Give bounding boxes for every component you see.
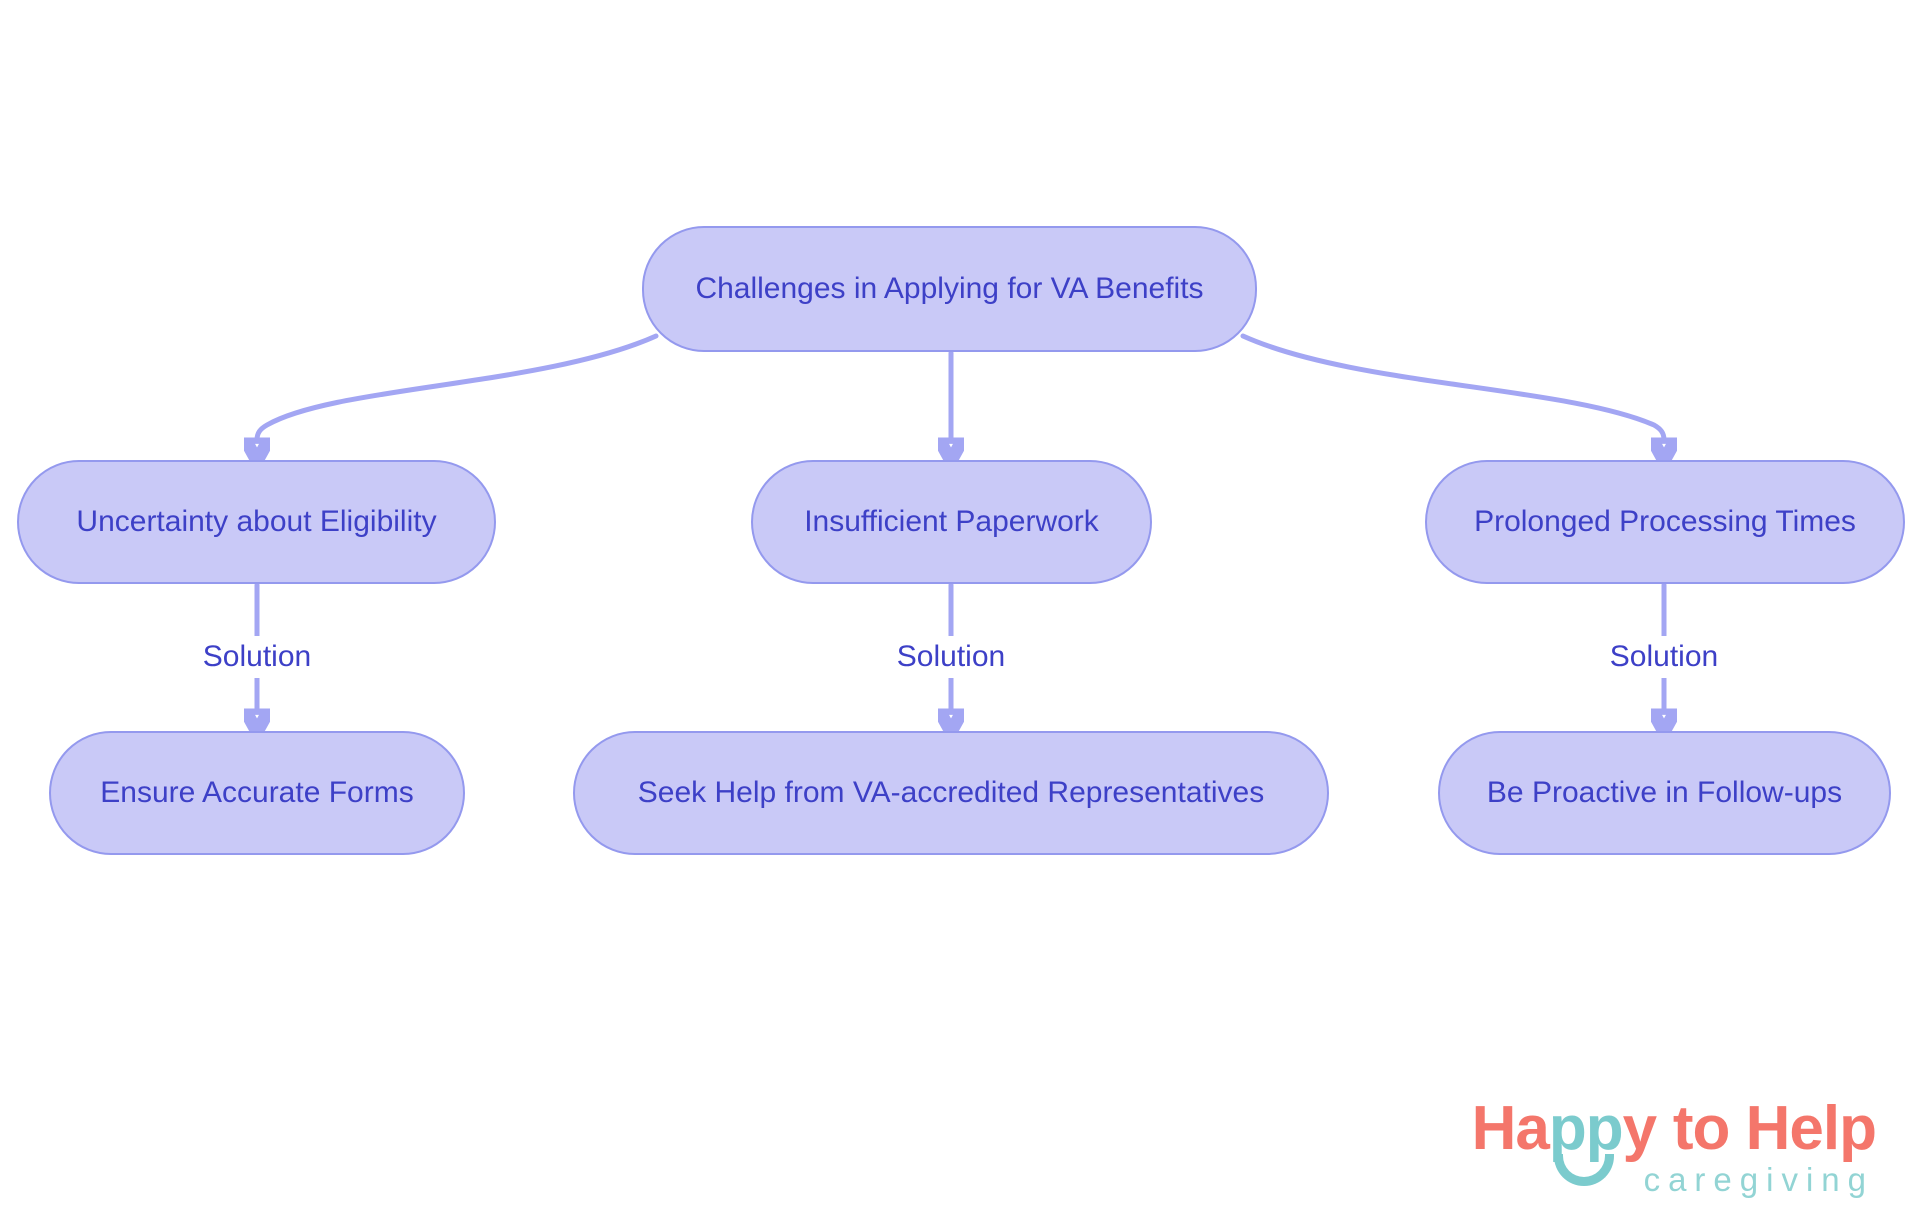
node-challenge-uncertainty: Uncertainty about Eligibility (17, 460, 496, 584)
node-challenge-paperwork: Insufficient Paperwork (751, 460, 1152, 584)
smile-icon (1553, 1154, 1614, 1186)
logo-text-y: y (1622, 1094, 1657, 1163)
logo-text-ha: Ha (1471, 1094, 1550, 1163)
logo-text-to-help: to Help (1672, 1094, 1877, 1163)
node-root-label: Challenges in Applying for VA Benefits (695, 272, 1204, 305)
node-solution-3-label: Be Proactive in Follow-ups (1486, 776, 1843, 809)
logo-tagline: caregiving (1643, 1161, 1874, 1198)
edge-label-solution-1: Solution (192, 636, 322, 678)
logo-pp-letters: pp (1548, 1094, 1624, 1163)
edge-label-solution-3: Solution (1599, 636, 1729, 678)
node-challenge-1-label: Uncertainty about Eligibility (76, 505, 437, 538)
node-root-challenges: Challenges in Applying for VA Benefits (642, 226, 1257, 352)
node-solution-1-label: Ensure Accurate Forms (100, 776, 414, 809)
node-solution-accurate-forms: Ensure Accurate Forms (49, 731, 465, 855)
node-challenge-2-label: Insufficient Paperwork (804, 505, 1099, 538)
node-solution-seek-help: Seek Help from VA-accredited Representat… (573, 731, 1329, 855)
node-solution-2-label: Seek Help from VA-accredited Representat… (637, 776, 1265, 809)
edge-root-to-challenge-3 (1240, 333, 1664, 440)
node-challenge-processing-times: Prolonged Processing Times (1425, 460, 1905, 584)
node-solution-follow-ups: Be Proactive in Follow-ups (1438, 731, 1891, 855)
node-challenge-3-label: Prolonged Processing Times (1474, 505, 1856, 538)
edge-label-solution-2: Solution (886, 636, 1016, 678)
logo-text-pp: pp (1549, 1098, 1624, 1186)
edge-root-to-challenge-1 (257, 333, 659, 440)
